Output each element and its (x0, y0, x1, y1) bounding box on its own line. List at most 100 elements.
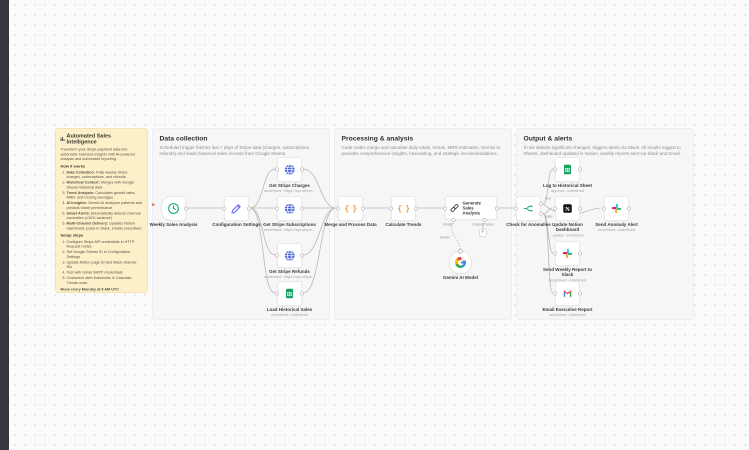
slack-icon (562, 248, 574, 260)
chain-link-icon (449, 203, 460, 214)
connection-check-notion[interactable] (542, 207, 553, 215)
input-port[interactable] (553, 251, 557, 256)
trigger-issue-marker: * (151, 201, 155, 212)
node-merge-and-process-data[interactable]: { } Merge and Process Data (324, 196, 377, 227)
node-get-stripe-subscriptions[interactable]: Get Stripe Subscriptions undefined: http… (263, 196, 316, 232)
list-item: AI Insights: Gemini AI analyzes patterns… (67, 201, 143, 211)
input-port[interactable] (553, 206, 557, 211)
setup-steps-list: Configure Stripe API credentials in HTTP… (61, 239, 143, 285)
output-port[interactable] (184, 206, 188, 211)
pencil-icon (231, 203, 243, 215)
input-port[interactable] (514, 206, 518, 211)
http-request-globe-icon (283, 163, 296, 176)
output-port[interactable] (300, 291, 304, 296)
node-label: Update Notion Dashboard (552, 222, 583, 233)
sticky-note-overview[interactable]: Automated Sales Intelligence Transform y… (55, 128, 148, 293)
output-port[interactable] (247, 206, 251, 211)
node-subtitle: undefined: https://api.stripe... (263, 188, 316, 194)
sticky-section-processing[interactable]: Processing & analysis Code nodes merge a… (334, 128, 512, 320)
section-title: Data collection (159, 134, 208, 143)
node-calculate-trends[interactable]: { } Calculate Trends (385, 196, 422, 227)
schedule-clock-icon (167, 202, 180, 215)
connection-charges-merge[interactable] (302, 168, 337, 209)
node-subtitle: undefined: https://api.stripe... (263, 227, 316, 233)
output-port[interactable] (300, 167, 304, 172)
code-braces-icon: { } (344, 204, 357, 213)
list-item: Smart Alerts: Automatically detects reve… (67, 211, 143, 221)
node-generate-sales-analysis[interactable]: Generate Sales Analysis (443, 196, 499, 222)
node-subtitle: undefined: undefined (270, 312, 309, 318)
node-label: Send Weekly Report to Slack (543, 267, 592, 278)
node-label: Get Stripe Charges (269, 183, 310, 188)
collapsed-left-sidebar[interactable] (0, 0, 9, 450)
list-item: Multi-Channel Delivery: Updates Notion d… (67, 221, 143, 231)
input-port[interactable] (553, 167, 557, 172)
output-port[interactable] (578, 206, 582, 211)
node-log-to-historical-sheet[interactable]: Log to Historical Sheet append: undefine… (543, 157, 592, 193)
output-port[interactable] (627, 206, 631, 211)
output-port[interactable] (300, 253, 304, 258)
output-port[interactable] (300, 206, 304, 211)
output-port[interactable] (578, 167, 582, 172)
node-label: Load Historical Sales (266, 307, 313, 312)
node-subtitle: undefined: https://api.stripe... (263, 274, 316, 280)
list-item: Test with Gmail SMTP credentials (67, 270, 143, 275)
model-port[interactable] (451, 218, 456, 222)
true-output-port[interactable] (539, 201, 543, 206)
node-email-executive-report[interactable]: Email Executive Report undefined: undefi… (542, 281, 593, 317)
input-port[interactable] (336, 206, 340, 211)
sticky-title: Automated Sales Intelligence (60, 133, 143, 145)
node-get-stripe-refunds[interactable]: Get Stripe Refunds undefined: https://ap… (264, 243, 315, 279)
connection-check-logsheet[interactable] (542, 168, 554, 205)
section-title: Processing & analysis (341, 134, 414, 143)
node-get-stripe-charges[interactable]: Get Stripe Charges undefined: https://ap… (264, 157, 315, 193)
connection-historical-merge[interactable] (302, 207, 337, 294)
if-branch-icon (523, 203, 535, 215)
sticky-section-output[interactable]: Output & alerts If rule detects signific… (516, 128, 694, 320)
model-connection-label: Model (440, 236, 450, 240)
node-configuration-settings[interactable]: Configuration Settings (212, 196, 261, 227)
node-label: Get Stripe Subscriptions (263, 222, 316, 227)
node-gemini-ai-model[interactable]: Gemini AI Model (443, 248, 478, 280)
input-port[interactable] (389, 206, 393, 211)
output-port[interactable] (578, 251, 582, 256)
output-parser-port[interactable] (482, 218, 487, 222)
node-label: Merge and Process Data (324, 222, 377, 227)
output-port[interactable] (578, 291, 582, 296)
input-port[interactable] (443, 206, 447, 211)
input-port[interactable] (275, 167, 279, 172)
section-description: Scheduled trigger fetches last 7 days of… (159, 145, 311, 157)
input-port[interactable] (275, 291, 279, 296)
node-subtitle: append: undefined (550, 188, 585, 194)
output-port[interactable] (495, 206, 499, 211)
connection-config-historical[interactable] (249, 207, 276, 294)
node-update-notion-dashboard[interactable]: N Update Notion Dashboard update: undefi… (551, 196, 584, 237)
add-output-parser-button[interactable]: + (479, 229, 487, 237)
connection-gemini-model[interactable] (450, 222, 461, 251)
http-request-globe-icon (283, 249, 296, 262)
list-item: Historical Context: Merges with Google S… (67, 180, 143, 190)
output-port[interactable] (361, 206, 365, 211)
node-label: Check for Anomalies (506, 222, 551, 227)
google-sheets-icon (284, 288, 296, 300)
input-port[interactable] (553, 291, 557, 296)
branch-false-label: false (545, 215, 553, 219)
node-label: Email Executive Report (542, 307, 593, 312)
node-check-for-anomalies[interactable]: Check for Anomalies (506, 196, 551, 227)
false-output-port[interactable] (539, 211, 543, 216)
output-parser-port-label: Output Parser (472, 223, 494, 227)
connection-check-email-report[interactable] (542, 213, 554, 294)
node-weekly-sales-analysis[interactable]: Weekly Sales Analysis (149, 196, 198, 227)
list-item: Data Collection: Pulls weekly Stripe cha… (67, 170, 143, 180)
input-port[interactable] (222, 206, 226, 211)
input-port[interactable] (602, 206, 606, 211)
node-send-weekly-report-to-slack[interactable]: Send Weekly Report to Slack undefined: u… (543, 241, 592, 282)
node-send-anomaly-alert[interactable]: Send Anomaly Alert undefined: undefined (595, 196, 638, 232)
input-port[interactable] (275, 206, 279, 211)
connection-config-charges[interactable] (249, 168, 276, 209)
node-load-historical-sales[interactable]: Load Historical Sales undefined: undefin… (267, 281, 312, 317)
input-port[interactable] (275, 253, 279, 258)
output-port[interactable] (414, 206, 418, 211)
section-title: Output & alerts (523, 134, 573, 143)
